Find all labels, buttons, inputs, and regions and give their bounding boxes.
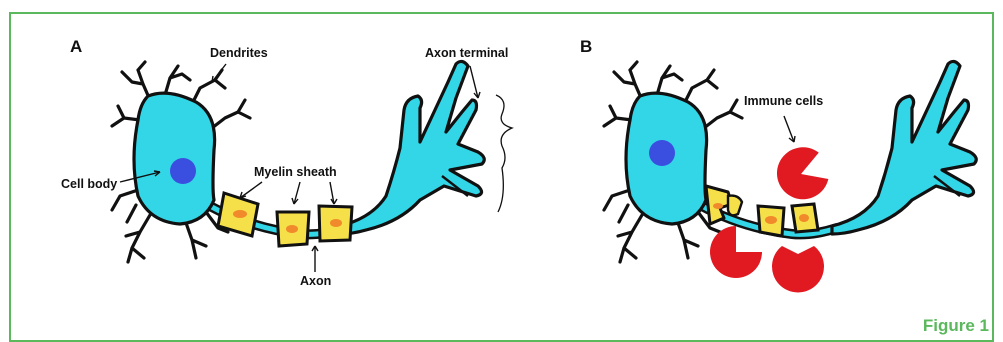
immune-cell-3 <box>772 246 824 292</box>
figure-caption: Figure 1 <box>923 316 989 336</box>
nucleus-b <box>649 140 675 166</box>
panel-a-letter: A <box>70 37 82 56</box>
panel-b: B Immune cells <box>580 37 976 292</box>
label-axon: Axon <box>300 274 331 288</box>
immune-cell-1 <box>770 141 833 206</box>
panel-b-letter: B <box>580 37 592 56</box>
nucleus-a <box>170 158 196 184</box>
label-dendrites: Dendrites <box>210 46 268 60</box>
label-cell-body: Cell body <box>61 177 117 191</box>
axon-terminal-a <box>340 61 484 234</box>
label-axon-terminal: Axon terminal <box>425 46 508 60</box>
immune-cell-2 <box>710 226 762 278</box>
axon-terminal-b <box>832 61 976 234</box>
label-myelin-sheath: Myelin sheath <box>254 165 337 179</box>
label-immune-cells: Immune cells <box>744 94 823 108</box>
panel-a: A Dendrites Axon terminal Cell body Myel… <box>61 37 512 288</box>
